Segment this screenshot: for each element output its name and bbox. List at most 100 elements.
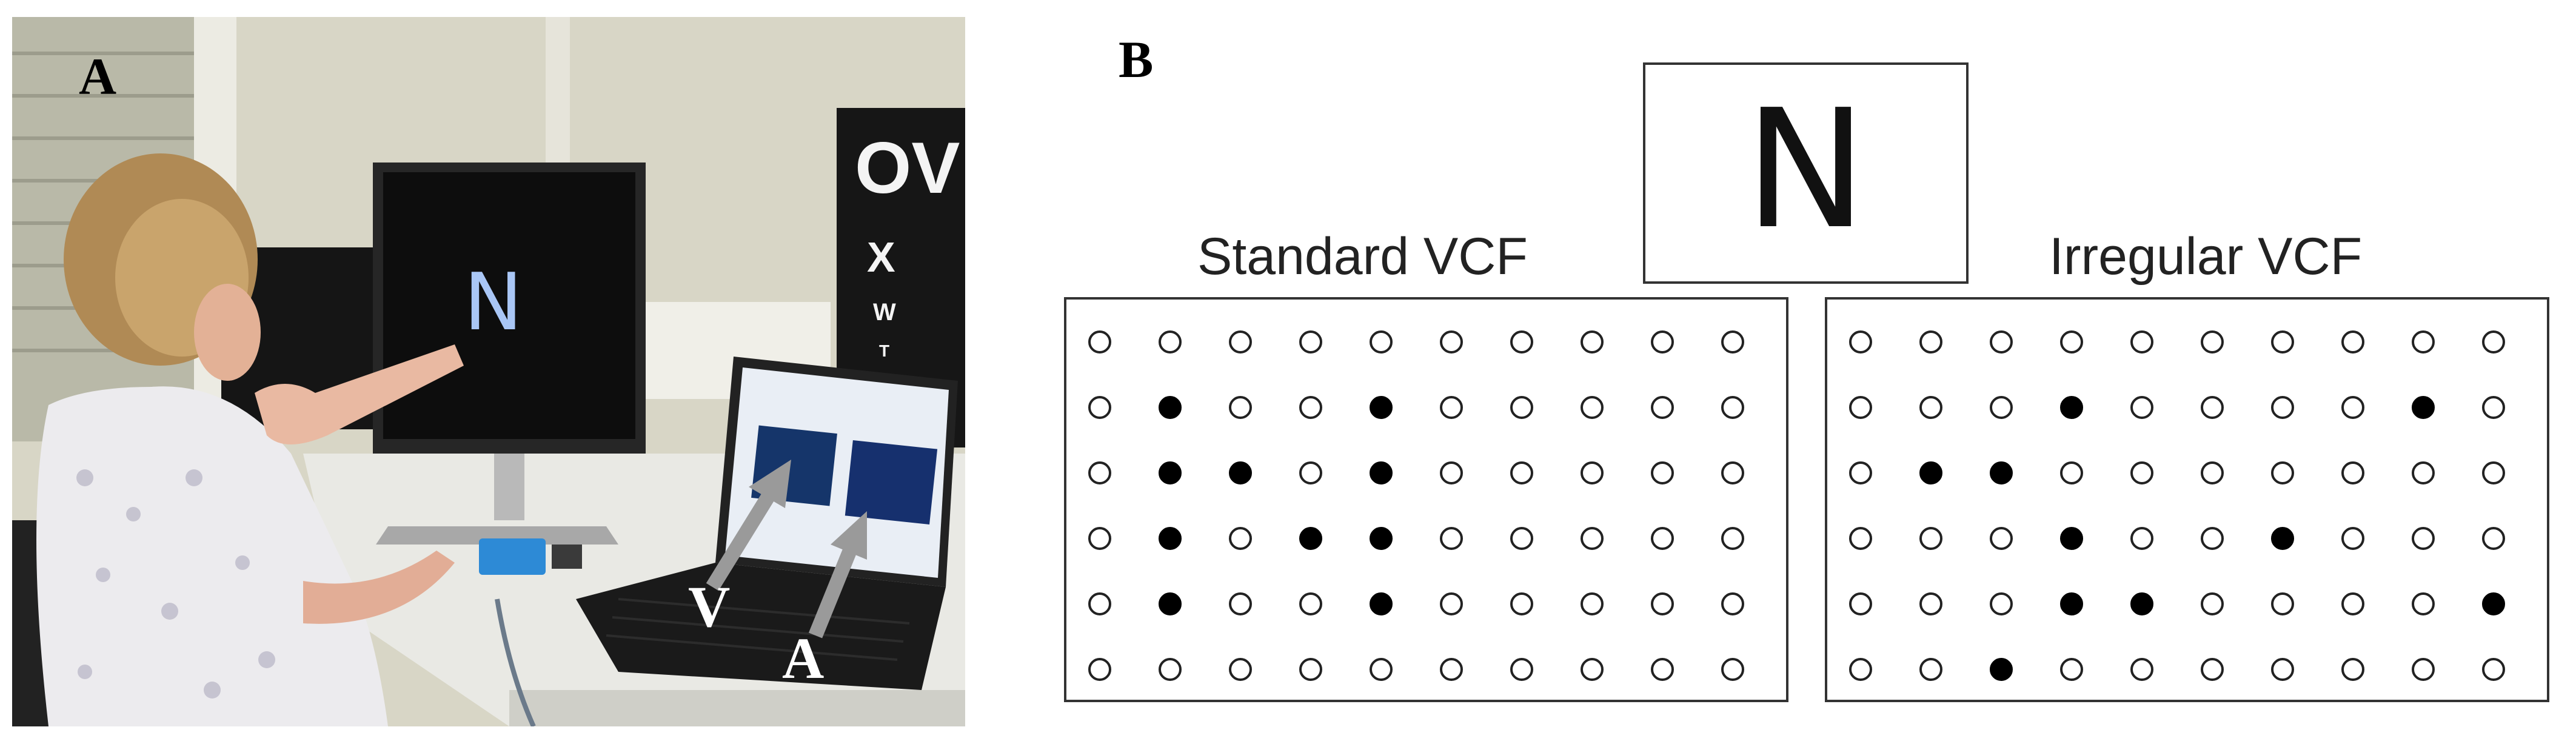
filled-dot [2482,592,2505,615]
filled-dot [2271,527,2294,550]
open-dot [1088,592,1111,615]
svg-text:T: T [879,341,889,360]
arrow-label-v: V [688,574,731,639]
open-dot [1651,396,1674,419]
arrow-label-a: A [782,626,825,691]
open-dot [1721,461,1744,484]
open-dot [2271,658,2294,681]
open-dot [2130,461,2153,484]
open-dot [1229,330,1252,354]
open-dot [1651,658,1674,681]
open-dot [2271,592,2294,615]
open-dot [1651,527,1674,550]
open-dot [2271,461,2294,484]
open-dot [1510,658,1533,681]
filled-dot [1299,527,1322,550]
open-dot [2271,330,2294,354]
filled-dot [1159,592,1182,615]
svg-text:OV: OV [855,127,960,209]
open-dot [1299,396,1322,419]
open-dot [1440,396,1463,419]
filled-dot [2130,592,2153,615]
open-dot [2341,592,2364,615]
open-dot [1088,527,1111,550]
open-dot [2201,527,2224,550]
open-dot [1440,330,1463,354]
open-dot [1229,396,1252,419]
open-dot [1159,330,1182,354]
open-dot [2271,396,2294,419]
open-dot [1990,330,2013,354]
screen-letter: N [464,256,523,348]
open-dot [1651,330,1674,354]
open-dot [1299,330,1322,354]
filled-dot [1370,461,1393,484]
open-dot [1581,592,1604,615]
open-dot [2130,527,2153,550]
open-dot [1721,330,1744,354]
open-dot [1229,527,1252,550]
open-dot [1088,461,1111,484]
stimulus-letter: N [1744,74,1867,265]
open-dot [1721,592,1744,615]
open-dot [1299,461,1322,484]
open-dot [1299,658,1322,681]
filled-dot [1990,658,2013,681]
open-dot [1581,330,1604,354]
photo-panel: OV X W T N [12,17,965,726]
open-dot [1849,592,1872,615]
open-dot [1849,330,1872,354]
open-dot [1088,396,1111,419]
standard-dot-grid [1066,300,1786,700]
open-dot [1370,330,1393,354]
open-dot [1440,527,1463,550]
open-dot [1849,396,1872,419]
open-dot [2412,461,2435,484]
standard-vcf-grid [1064,297,1788,702]
open-dot [1581,396,1604,419]
stimulus-box: N [1643,62,1969,284]
filled-dot [1159,461,1182,484]
open-dot [2482,527,2505,550]
open-dot [1651,592,1674,615]
filled-dot [2412,396,2435,419]
open-dot [1159,658,1182,681]
filled-dot [2060,396,2083,419]
open-dot [1849,527,1872,550]
open-dot [2201,592,2224,615]
svg-text:W: W [873,299,896,326]
open-dot [1919,592,1942,615]
open-dot [1510,396,1533,419]
open-dot [1299,592,1322,615]
open-dot [2060,461,2083,484]
filled-dot [1370,396,1393,419]
svg-text:X: X [867,233,895,281]
open-dot [2341,396,2364,419]
open-dot [1919,658,1942,681]
open-dot [1229,658,1252,681]
lab-photo: OV X W T N [12,17,965,726]
open-dot [2130,396,2153,419]
standard-vcf-title: Standard VCF [1197,227,1528,286]
open-dot [2130,330,2153,354]
open-dot [2412,330,2435,354]
open-dot [2482,658,2505,681]
filled-dot [1159,527,1182,550]
open-dot [2060,330,2083,354]
open-dot [1370,658,1393,681]
filled-dot [1919,461,1942,484]
open-dot [1581,461,1604,484]
filled-dot [2060,527,2083,550]
open-dot [1440,461,1463,484]
filled-dot [1370,592,1393,615]
open-dot [1581,658,1604,681]
open-dot [1088,330,1111,354]
open-dot [2201,461,2224,484]
open-dot [1229,592,1252,615]
open-dot [2482,396,2505,419]
open-dot [1849,658,1872,681]
open-dot [2201,396,2224,419]
open-dot [2482,461,2505,484]
panel-label-b: B [1119,30,1154,89]
open-dot [1510,330,1533,354]
